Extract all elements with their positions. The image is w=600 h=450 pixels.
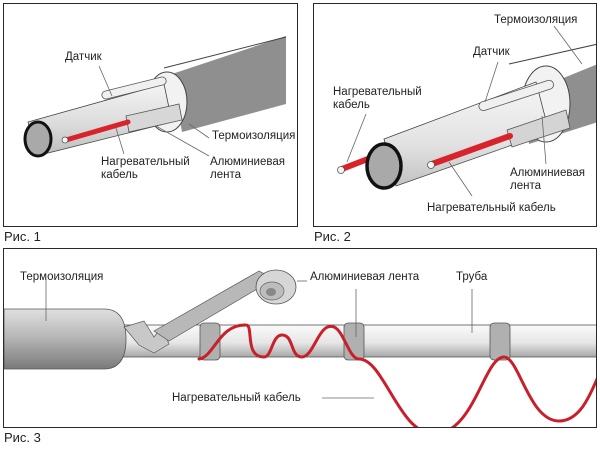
- label-heating-cable-line2: кабель: [101, 169, 138, 181]
- label-aluminum-tape: Алюминиевая лента: [310, 271, 420, 283]
- tape-band-1: [199, 322, 221, 361]
- pipe-opening: [23, 120, 53, 158]
- label-heating-cable-full: Нагревательный кабель: [427, 202, 556, 214]
- label-aluminum-tape-line2: лента: [510, 180, 541, 192]
- label-sensor: Датчик: [473, 46, 510, 58]
- label-aluminum-tape-line1: Алюминиевая: [510, 167, 585, 179]
- label-heating-cable-line1: Нагревательный: [333, 86, 422, 98]
- label-aluminum-tape-line2: лента: [210, 169, 241, 181]
- figure-1-frame: Датчик Термоизоляция Нагревательный кабе…: [3, 3, 298, 227]
- pipe-opening: [365, 142, 403, 190]
- heating-cable: [63, 119, 131, 143]
- insulation-body: [172, 36, 286, 132]
- label-heating-cable: Нагревательный кабель: [172, 392, 301, 404]
- aluminum-tape: [506, 109, 571, 148]
- figure-3-illustration: [4, 269, 596, 427]
- aluminum-tape: [125, 103, 183, 133]
- tape-band-3: [489, 322, 511, 361]
- label-pipe: Труба: [456, 271, 488, 283]
- figure-1-caption: Рис. 1: [4, 229, 41, 244]
- insulation: [4, 308, 127, 370]
- figure-3-caption: Рис. 3: [4, 430, 41, 445]
- label-sensor: Датчик: [65, 51, 102, 63]
- label-heating-cable-line2: кабель: [333, 99, 370, 111]
- sensor-probe: [101, 76, 167, 100]
- sensor-probe: [478, 79, 554, 111]
- figure-2-caption: Рис. 2: [314, 229, 351, 244]
- figure-2-frame: Термоизоляция Датчик Нагревательный кабе…: [313, 3, 597, 227]
- label-insulation: Термоизоляция: [494, 14, 578, 26]
- label-insulation: Термоизоляция: [20, 271, 104, 283]
- figure-2-illustration: [337, 25, 596, 197]
- figure-3-frame: Термоизоляция Алюминиевая лента Труба На…: [3, 248, 597, 428]
- figure-1-illustration: [23, 36, 287, 158]
- heating-cable-inner: [429, 133, 513, 167]
- label-aluminum-tape-line1: Алюминиевая: [210, 156, 285, 168]
- heating-cable: [197, 323, 596, 427]
- label-heating-cable-line1: Нагревательный: [101, 156, 190, 168]
- label-insulation: Термоизоляция: [212, 130, 296, 142]
